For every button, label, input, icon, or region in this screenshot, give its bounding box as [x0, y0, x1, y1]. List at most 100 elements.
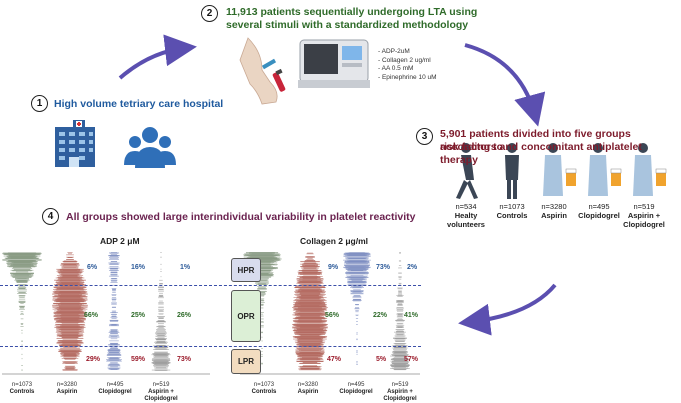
dot-mark: [260, 315, 264, 317]
lpr-zone-box: LPR: [231, 349, 261, 374]
dot-mark: [300, 263, 320, 265]
dot-mark: [298, 290, 322, 292]
dot-mark: [108, 344, 120, 345]
dot-mark: [296, 329, 324, 330]
dot-mark: [61, 273, 79, 274]
dot-mark: [153, 356, 169, 358]
dot-mark: [17, 280, 27, 282]
dot-mark: [21, 340, 23, 342]
dot-mark: [346, 263, 368, 265]
dot-mark: [261, 336, 263, 338]
dot-mark: [13, 261, 31, 262]
dot-mark: [355, 307, 360, 308]
dot-mark: [258, 294, 266, 295]
dot-mark: [301, 270, 319, 272]
dot-mark: [61, 267, 79, 269]
dot-mark: [356, 333, 358, 335]
dot-strip: [242, 252, 282, 365]
dot-mark: [107, 357, 121, 358]
dot-mark: [110, 268, 118, 270]
dot-mark: [64, 365, 76, 367]
dot-mark: [60, 336, 80, 337]
dot-mark: [300, 305, 320, 307]
dot-mark: [295, 351, 325, 353]
step-2-circle: 2: [201, 5, 218, 22]
dot-mark: [66, 259, 74, 260]
dot-mark: [109, 352, 119, 353]
dot-mark: [60, 302, 80, 303]
adp-aspirin-lpr-pct: 29%: [86, 356, 101, 363]
dot-mark: [395, 341, 405, 342]
dot-mark: [18, 298, 26, 300]
dot-mark: [259, 298, 265, 300]
dot-mark: [250, 275, 274, 277]
aspirin-patient-figure-icon: [543, 143, 577, 196]
dot-mark: [8, 257, 36, 258]
dot-mark: [157, 334, 165, 336]
dot-mark: [394, 335, 406, 337]
dot-mark: [156, 321, 166, 323]
dot-mark: [60, 348, 80, 350]
dot-mark: [397, 314, 403, 316]
dot-mark: [355, 310, 359, 311]
dot-mark: [297, 278, 324, 280]
dot-mark: [302, 271, 318, 272]
step-3-circle: 3: [416, 128, 433, 145]
dot-mark: [109, 358, 119, 359]
dot-mark: [111, 302, 117, 304]
dot-mark: [261, 331, 263, 333]
dot-mark: [302, 269, 318, 270]
dot-mark: [59, 298, 81, 300]
adp-aspirin-opr-pct: 66%: [84, 312, 99, 319]
dot-mark: [296, 295, 324, 297]
dot-mark: [390, 365, 410, 366]
dot-mark: [343, 266, 371, 268]
dot-mark: [302, 264, 318, 266]
dot-mark: [6, 263, 38, 264]
dot-mark: [246, 254, 278, 256]
dot-mark: [346, 268, 368, 270]
dot-mark: [109, 258, 119, 259]
dot-mark: [64, 354, 76, 356]
dot-mark: [353, 299, 361, 301]
dot-mark: [300, 266, 320, 267]
dot-mark: [107, 349, 121, 351]
dot-mark: [60, 325, 80, 327]
group-name-line2: volunteers: [447, 220, 485, 229]
dot-mark: [302, 365, 318, 366]
dot-mark: [297, 320, 323, 321]
dot-mark: [158, 311, 164, 312]
dot-mark: [160, 271, 162, 272]
dot-mark: [155, 338, 167, 340]
dot-mark: [152, 353, 170, 354]
bottom-name: Controls: [251, 389, 277, 395]
dot-mark: [19, 286, 26, 288]
dot-mark: [398, 276, 402, 278]
dot-mark: [351, 280, 363, 281]
dot-mark: [58, 331, 82, 332]
dot-mark: [52, 297, 88, 299]
dot-mark: [297, 328, 323, 329]
dot-mark: [111, 329, 117, 331]
dot-mark: [62, 362, 78, 363]
dot-mark: [21, 341, 23, 342]
dot-mark: [110, 256, 118, 257]
dot-mark: [356, 353, 358, 355]
dot-mark: [61, 291, 80, 293]
dot-mark: [56, 309, 84, 310]
dot-mark: [302, 361, 317, 363]
dot-mark: [21, 353, 23, 355]
group-n: n=1073: [499, 202, 525, 211]
dot-mark: [8, 266, 36, 268]
dot-mark: [346, 263, 369, 264]
dot-mark: [298, 272, 322, 273]
dot-mark: [398, 278, 402, 280]
dot-mark: [391, 358, 409, 359]
dot-mark: [303, 275, 317, 277]
stimulus-item: - Collagen 2 ug/ml: [378, 56, 431, 64]
dot-mark: [260, 321, 264, 322]
people-group-icon: [124, 127, 176, 168]
dot-mark: [160, 263, 162, 265]
dot-mark: [63, 356, 77, 358]
dot-mark: [353, 289, 361, 291]
